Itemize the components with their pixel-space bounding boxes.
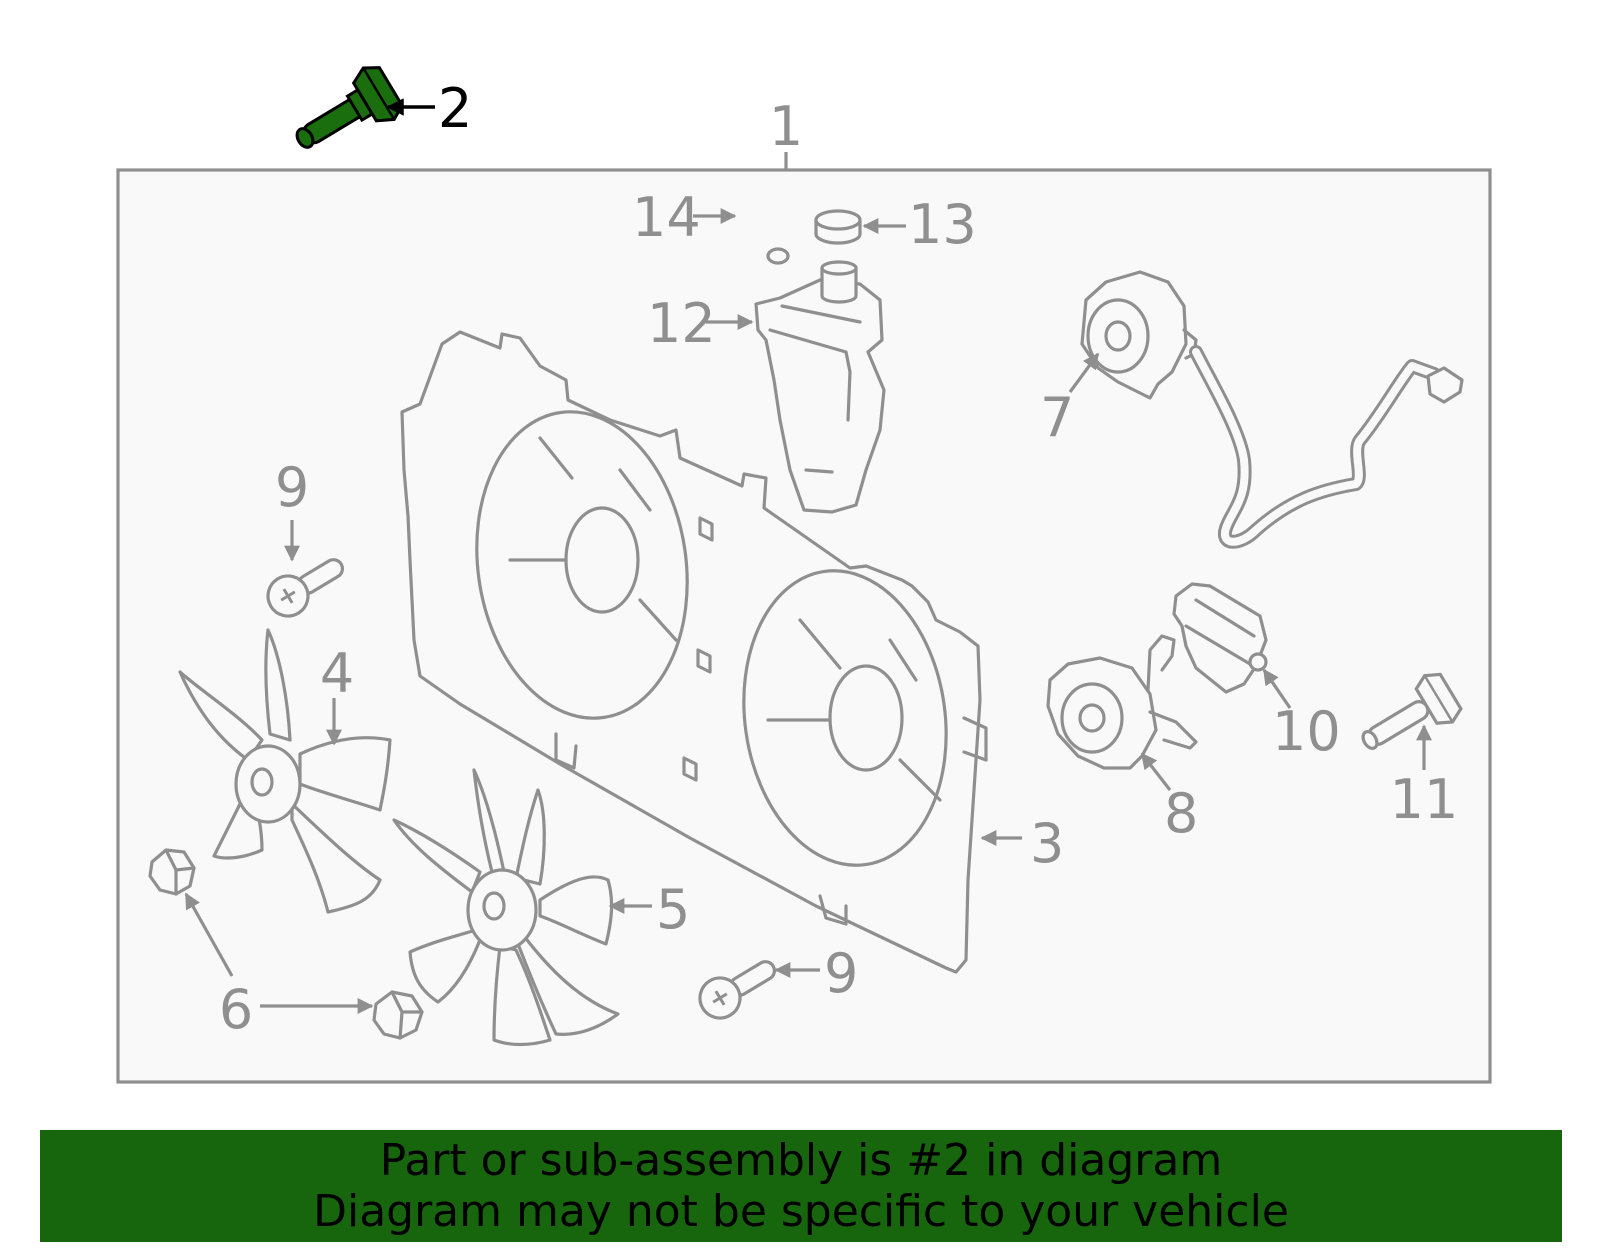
callout-7: 7 [1040, 386, 1074, 449]
callout-8: 8 [1164, 782, 1198, 845]
callout-9-lower: 9 [824, 942, 858, 1005]
callout-6-arrow-upper [184, 892, 234, 977]
part-13-cap[interactable] [814, 209, 862, 245]
callout-10-arrow [1262, 668, 1292, 709]
part-7-motor[interactable] [1080, 270, 1464, 549]
callout-1: 1 [769, 95, 803, 158]
part-11-bolt[interactable] [1351, 668, 1465, 766]
callout-7-arrow [1068, 352, 1100, 393]
part-14-hose[interactable] [736, 208, 790, 265]
callout-5: 5 [656, 878, 690, 941]
part-6-nut-upper[interactable] [148, 848, 196, 896]
callout-8-arrow [1140, 752, 1172, 791]
callout-10: 10 [1272, 700, 1341, 763]
callout-13: 13 [908, 193, 977, 256]
part-10-controller[interactable] [1172, 582, 1268, 694]
part-2-bolt[interactable] [284, 61, 407, 168]
callout-3: 3 [1030, 812, 1064, 875]
callout-4: 4 [320, 642, 354, 705]
callout-9-upper: 9 [275, 456, 309, 519]
part-4-fan[interactable] [178, 628, 392, 914]
callout-6: 6 [219, 978, 253, 1041]
banner-line-disclaimer: Diagram may not be specific to your vehi… [313, 1186, 1289, 1237]
info-banner: Part or sub-assembly is #2 in diagram Di… [40, 1130, 1562, 1242]
part-5-fan[interactable] [392, 768, 620, 1047]
callout-2: 2 [438, 77, 472, 140]
part-9-screw-lower[interactable] [693, 949, 784, 1026]
part-3-shroud[interactable] [400, 330, 988, 974]
part-6-nut-lower[interactable] [372, 990, 424, 1040]
callout-14: 14 [632, 186, 701, 249]
part-12-reservoir[interactable] [754, 260, 886, 514]
callout-12: 12 [647, 292, 716, 355]
banner-line-part: Part or sub-assembly is #2 in diagram [379, 1135, 1223, 1186]
callout-11: 11 [1390, 768, 1459, 831]
part-9-screw-upper[interactable] [261, 547, 352, 624]
